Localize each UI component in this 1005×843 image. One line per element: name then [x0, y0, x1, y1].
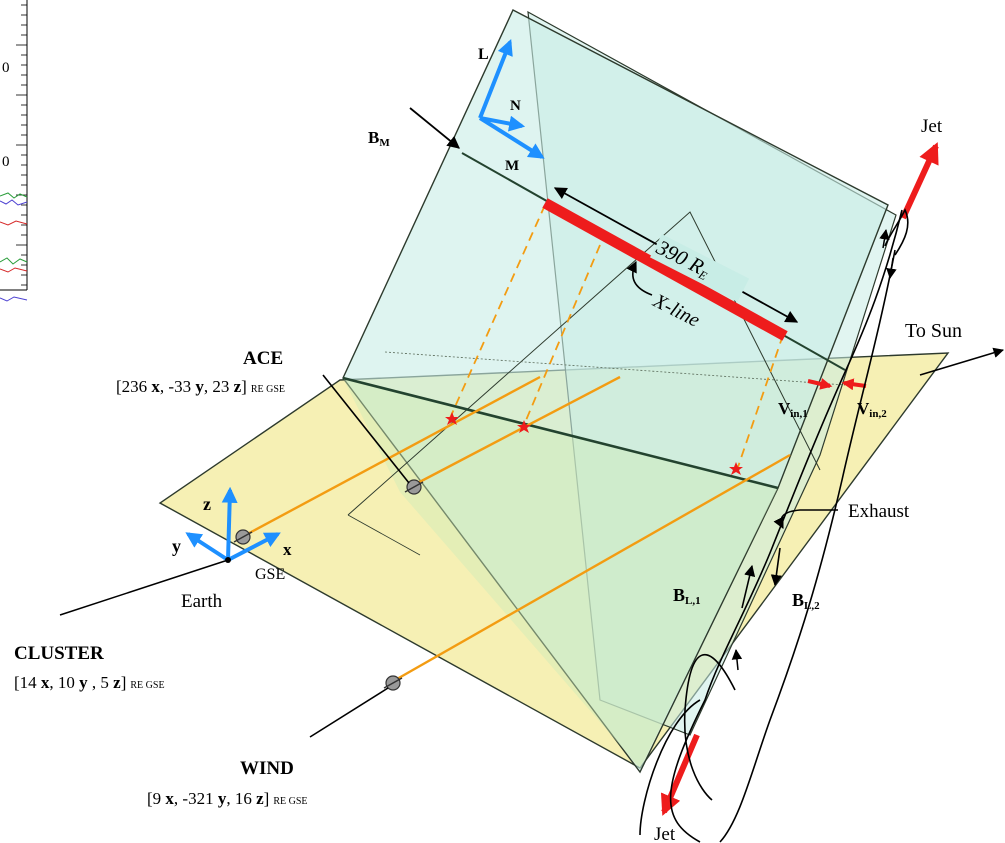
jet-bottom-label: Jet	[654, 824, 676, 843]
wind-name: WIND	[240, 758, 294, 779]
vin2-arrow	[841, 378, 867, 391]
bl2-label: BL,2	[792, 590, 820, 612]
gse-label: GSE	[255, 566, 285, 583]
earth-line	[59, 559, 229, 616]
bm-arrow	[409, 107, 460, 149]
field-lines	[639, 208, 909, 843]
jet-top-label: Jet	[921, 116, 943, 137]
exhaust-arrow	[773, 509, 838, 530]
star-marker	[445, 412, 459, 425]
wind-spacecraft-icon	[383, 675, 403, 691]
earth-dot	[225, 557, 231, 563]
ace-position: [236 x, -33 y, 23 z]RE GSE	[116, 377, 285, 396]
lmn-m-label: M	[505, 158, 519, 174]
bm-label: BM	[368, 128, 390, 149]
wind-position: [9 x, -321 y, 16 z]RE GSE	[147, 789, 307, 808]
to-sun-arrow	[919, 347, 1005, 376]
ace-name: ACE	[243, 348, 283, 369]
earth-label: Earth	[181, 591, 223, 612]
partial-digit-a: 0	[2, 60, 10, 76]
jet-top-arrow	[900, 142, 939, 220]
cluster-position: [14 x, 10 y , 5 z]RE GSE	[14, 673, 165, 692]
bl1-label: BL,1	[673, 585, 701, 607]
partial-plot-panel: 0 0	[0, 0, 28, 302]
intersection-region	[343, 378, 778, 768]
vin1-arrow	[807, 378, 833, 390]
star-marker	[517, 420, 531, 433]
gse-y-label: y	[172, 536, 181, 556]
to-sun-label: To Sun	[905, 320, 962, 342]
gse-z-label: z	[203, 494, 211, 514]
cluster-name: CLUSTER	[14, 643, 104, 664]
exhaust-label: Exhaust	[848, 501, 910, 522]
star-marker	[729, 462, 743, 475]
vin2-label: Vin,2	[857, 399, 887, 420]
xline-length-bg	[650, 234, 750, 302]
vin1-label: Vin,1	[778, 399, 808, 420]
lmn-l-label: L	[478, 46, 489, 63]
gse-axes	[185, 486, 281, 562]
intersection-line	[342, 376, 779, 490]
lmn-axes	[478, 39, 545, 159]
ace-spacecraft-icon	[404, 479, 424, 495]
jet-bottom-arrow	[660, 733, 700, 816]
partial-digit-b: 0	[2, 154, 10, 170]
gse-x-label: x	[283, 540, 292, 559]
cluster-spacecraft-icon	[233, 529, 253, 545]
lmn-n-label: N	[510, 98, 521, 114]
x-line-pointer-arrow	[626, 260, 653, 296]
star-markers	[445, 412, 743, 475]
spacecraft-projection-lines	[239, 375, 791, 685]
